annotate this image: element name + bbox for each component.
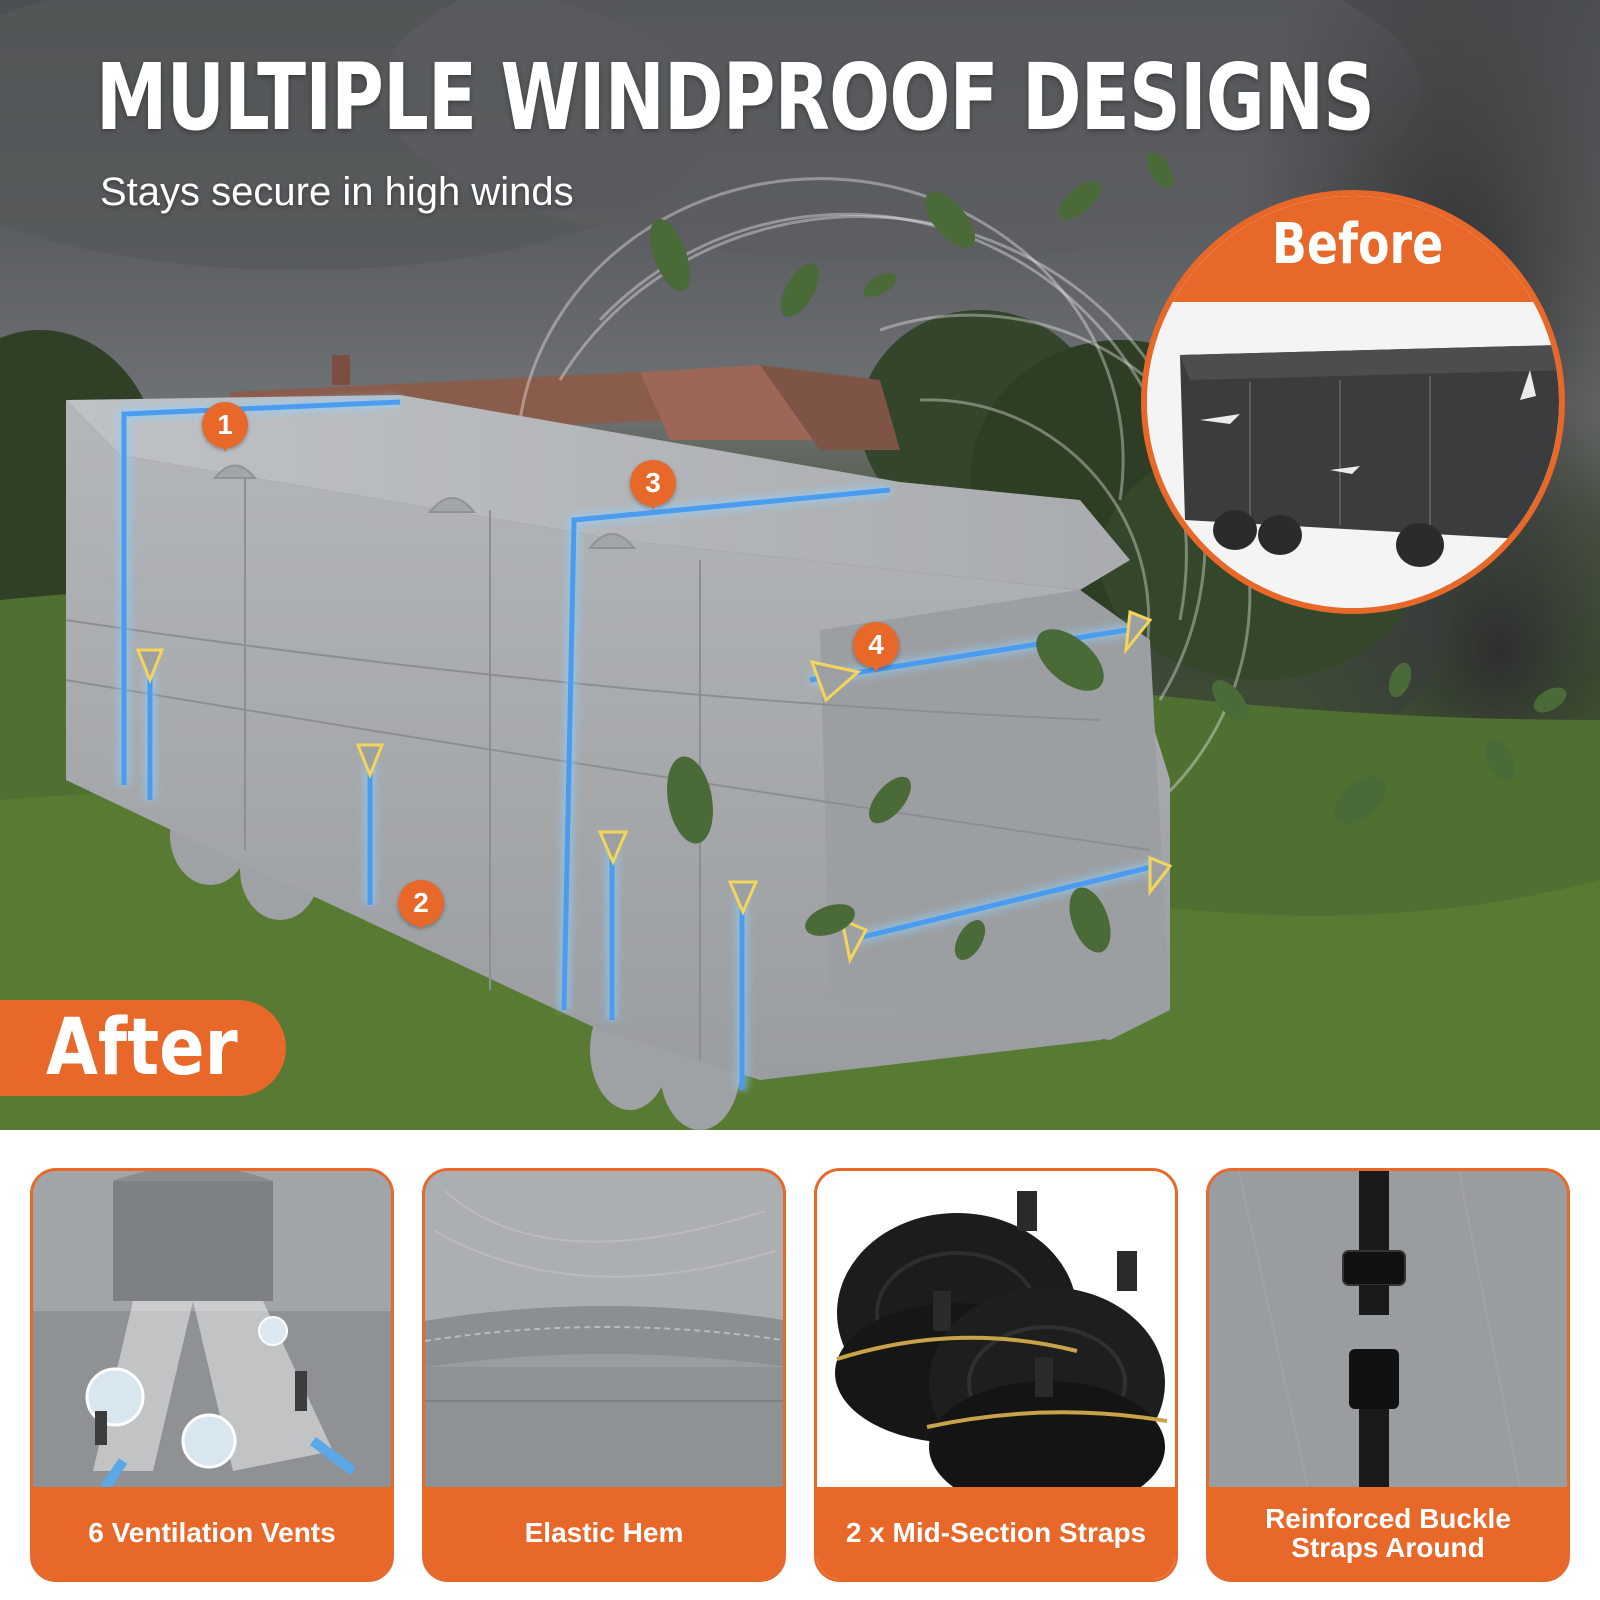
after-label: After xyxy=(0,1000,286,1096)
marker-1: 1 xyxy=(202,402,248,452)
feature-label-buckle: Reinforced Buckle Straps Around xyxy=(1209,1487,1567,1579)
before-label: Before xyxy=(1272,212,1444,277)
feature-label-elastic-hem: Elastic Hem xyxy=(425,1487,783,1579)
feature-card-elastic-hem: Elastic Hem xyxy=(422,1168,786,1582)
marker-4: 4 xyxy=(853,622,899,672)
feature-cards: 6 Ventilation Vents Elastic Hem xyxy=(0,1130,1600,1600)
subheadline: Stays secure in high winds xyxy=(100,170,574,214)
feature-card-buckle: Reinforced Buckle Straps Around xyxy=(1206,1168,1570,1582)
hero-illustration xyxy=(0,0,1600,1130)
flying-leaves xyxy=(650,151,1567,960)
marker-2: 2 xyxy=(398,880,444,930)
before-inset xyxy=(1141,190,1565,614)
feature-card-vents: 6 Ventilation Vents xyxy=(30,1168,394,1582)
feature-card-straps: 2 x Mid-Section Straps xyxy=(814,1168,1178,1582)
strap-highlights xyxy=(118,396,1173,1090)
marker-3: 3 xyxy=(630,460,676,510)
feature-label-straps: 2 x Mid-Section Straps xyxy=(817,1487,1175,1579)
feature-label-vents: 6 Ventilation Vents xyxy=(33,1487,391,1579)
hero-section: MULTIPLE WINDPROOF DESIGNS Stays secure … xyxy=(0,0,1600,1130)
headline: MULTIPLE WINDPROOF DESIGNS xyxy=(96,44,1375,151)
